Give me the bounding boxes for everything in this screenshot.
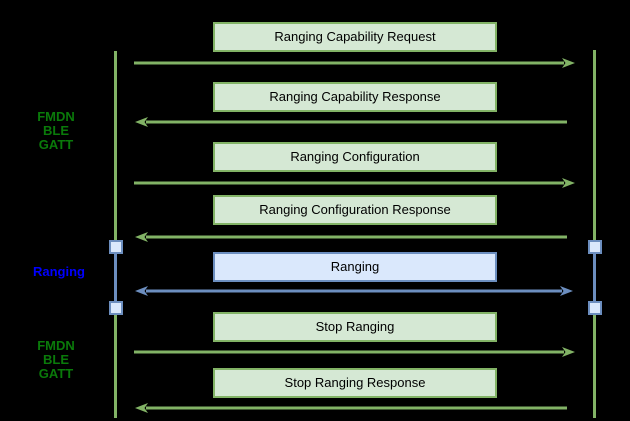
ranging-capability-response-arrow xyxy=(135,117,567,127)
ranging-configuration-response-arrow xyxy=(135,232,567,242)
message-box-ranging-configuration: Ranging Configuration xyxy=(213,142,497,172)
left-session-end-marker xyxy=(109,301,123,315)
protocol-label-fmdn-ble-gatt-bottom: FMDN BLE GATT xyxy=(37,338,75,381)
message-box-ranging-configuration-response: Ranging Configuration Response xyxy=(213,195,497,225)
protocol-label-ranging: Ranging xyxy=(33,264,85,279)
left-session-start-marker xyxy=(109,240,123,254)
message-box-stop-ranging: Stop Ranging xyxy=(213,312,497,342)
stop-ranging-response-arrow xyxy=(135,403,567,413)
ranging-configuration-arrow xyxy=(134,178,575,188)
message-box-ranging-capability-response: Ranging Capability Response xyxy=(213,82,497,112)
right-ranging-session-segment xyxy=(593,247,596,309)
stop-ranging-arrow xyxy=(134,347,575,357)
message-box-ranging-capability-request: Ranging Capability Request xyxy=(213,22,497,52)
left-ranging-session-segment xyxy=(114,247,117,309)
left-lifeline xyxy=(114,51,117,418)
message-box-stop-ranging-response: Stop Ranging Response xyxy=(213,368,497,398)
ranging-capability-request-arrow xyxy=(134,58,575,68)
right-lifeline xyxy=(593,50,596,418)
right-session-start-marker xyxy=(588,240,602,254)
ranging-bidirectional-arrow xyxy=(135,286,573,296)
right-session-end-marker xyxy=(588,301,602,315)
protocol-label-fmdn-ble-gatt-top: FMDN BLE GATT xyxy=(37,109,75,152)
message-box-ranging: Ranging xyxy=(213,252,497,282)
